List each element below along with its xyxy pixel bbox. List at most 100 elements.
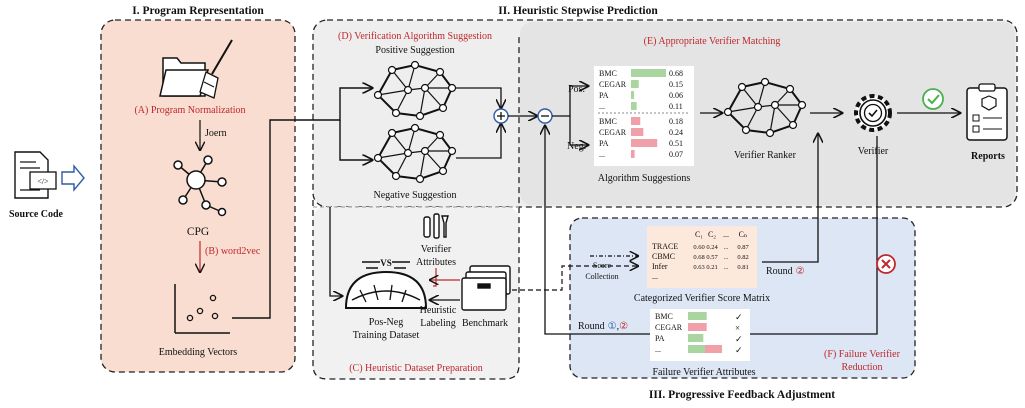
- cpg-graph-icon: [173, 155, 227, 217]
- matrix-cell: 0.63: [693, 264, 704, 271]
- pos-neg-label: Pos-Neg: [369, 317, 403, 328]
- joern-label: Joern: [205, 128, 227, 139]
- reports-label: Reports: [971, 151, 1005, 162]
- failure-row-green-bar: [688, 345, 705, 353]
- neg-label: Neg.: [567, 141, 586, 152]
- section-progressive-feedback: III. Progressive Feedback Adjustment: [649, 389, 835, 401]
- matrix-cell: 0.60: [693, 244, 704, 251]
- training-dataset-label: Training Dataset: [353, 330, 420, 341]
- source-arrow-icon: [61, 164, 85, 192]
- matrix-header: ...: [723, 230, 729, 239]
- pos-row-bar: [631, 102, 637, 110]
- matrix-cell: ...: [724, 264, 729, 271]
- neg-row-bar: [631, 117, 641, 125]
- matrix-cell: ...: [724, 244, 729, 251]
- failure-row-green-bar: [688, 312, 707, 320]
- failure-cross-icon: [876, 254, 896, 274]
- pos-row-label: BMC: [599, 69, 617, 78]
- matrix-header: C₁: [695, 230, 703, 239]
- matrix-header: C₂: [708, 230, 716, 239]
- section-heuristic-stepwise: II. Heuristic Stepwise Prediction: [498, 5, 658, 17]
- pos-row-value: 0.11: [669, 102, 683, 111]
- verifier-attributes-label-1: Verifier: [421, 244, 452, 255]
- failure-row-red-bar: [705, 345, 722, 353]
- pos-row-bar: [631, 80, 639, 88]
- failure-row-mark: ×: [735, 323, 740, 333]
- source-code-label: Source Code: [9, 209, 64, 220]
- matrix-header: Cₙ: [739, 230, 748, 239]
- verifier-attributes-label-2: Attributes: [416, 257, 456, 268]
- neg-row-label: ...: [599, 150, 605, 159]
- neg-row-value: 0.18: [669, 117, 683, 126]
- failure-row-green-bar: [688, 334, 704, 342]
- positive-suggestion-label: Positive Suggestion: [375, 45, 454, 56]
- source-code-icon: </>: [14, 151, 57, 199]
- failure-reduction-label-1: (F) Failure Verifier: [824, 349, 901, 360]
- pos-row-bar: [631, 91, 635, 99]
- failure-attributes-title: Failure Verifier Attributes: [652, 367, 755, 378]
- verifier-matching-label: (E) Appropriate Verifier Matching: [644, 36, 781, 47]
- neg-row-value: 0.51: [669, 139, 683, 148]
- matrix-cell: 0.21: [706, 264, 717, 271]
- score-label: Score: [593, 261, 612, 270]
- labeling-label: Labeling: [420, 318, 456, 329]
- failure-row-label: ...: [655, 345, 661, 354]
- verifier-gear-icon: [854, 94, 892, 132]
- neg-row-label: CEGAR: [599, 128, 627, 137]
- reports-clipboard-icon: [966, 83, 1008, 141]
- verifier-ranker-label: Verifier Ranker: [734, 150, 797, 161]
- cpg-label: CPG: [187, 226, 209, 238]
- neg-row-bar: [631, 128, 644, 136]
- matrix-row-label: TRACE: [652, 242, 678, 251]
- pos-row-value: 0.15: [669, 80, 683, 89]
- neg-row-label: BMC: [599, 117, 617, 126]
- verifier-label: Verifier: [858, 146, 889, 157]
- pos-row-label: PA: [599, 91, 609, 100]
- program-normalization-label: (A) Program Normalization: [134, 105, 245, 116]
- score-matrix-table: [647, 226, 757, 288]
- dataset-brain-icon: VS: [344, 258, 428, 309]
- matrix-cell: 0.24: [706, 244, 718, 251]
- failure-row-mark: ✓: [735, 334, 743, 344]
- heuristic-dataset-label: (C) Heuristic Dataset Preparation: [349, 363, 483, 374]
- neg-row-bar: [631, 139, 658, 147]
- benchmark-label: Benchmark: [462, 318, 508, 329]
- pos-row-bar: [631, 69, 666, 77]
- pos-label: Pos.: [568, 84, 585, 95]
- pos-row-value: 0.06: [669, 91, 683, 100]
- pos-row-value: 0.68: [669, 69, 683, 78]
- neg-row-value: 0.07: [669, 150, 683, 159]
- benchmark-folder-icon: [461, 265, 511, 311]
- failure-row-label: PA: [655, 334, 665, 343]
- pos-row-label: ...: [599, 102, 605, 111]
- minus-operator-icon: [537, 108, 553, 124]
- negative-network-icon: [373, 123, 457, 184]
- neg-row-label: PA: [599, 139, 609, 148]
- matrix-row-label: ...: [652, 272, 658, 281]
- section-program-representation: I. Program Representation: [132, 5, 264, 17]
- svg-text:</>: </>: [37, 177, 49, 186]
- program-representation-panel: [100, 19, 296, 373]
- success-check-icon: [922, 88, 944, 110]
- heuristic-label: Heuristic: [420, 305, 457, 316]
- failure-row-label: CEGAR: [655, 323, 683, 332]
- failure-row-label: BMC: [655, 312, 673, 321]
- positive-network-icon: [373, 60, 457, 121]
- matrix-cell: 0.82: [737, 254, 748, 261]
- neg-row-value: 0.24: [669, 128, 683, 137]
- failure-reduction-label-2: Reduction: [841, 362, 882, 373]
- tools-icon: [423, 213, 449, 239]
- matrix-cell: 0.57: [706, 254, 718, 261]
- word2vec-label: (B) word2vec: [205, 246, 261, 257]
- failure-row-mark: ✓: [735, 312, 743, 322]
- algorithm-suggestions-label: Algorithm Suggestions: [598, 173, 691, 184]
- plus-operator-icon: [493, 108, 509, 124]
- verifier-ranker-network-icon: [723, 77, 807, 138]
- folder-broom-icon: [159, 39, 233, 99]
- embedding-vectors-label: Embedding Vectors: [159, 347, 238, 358]
